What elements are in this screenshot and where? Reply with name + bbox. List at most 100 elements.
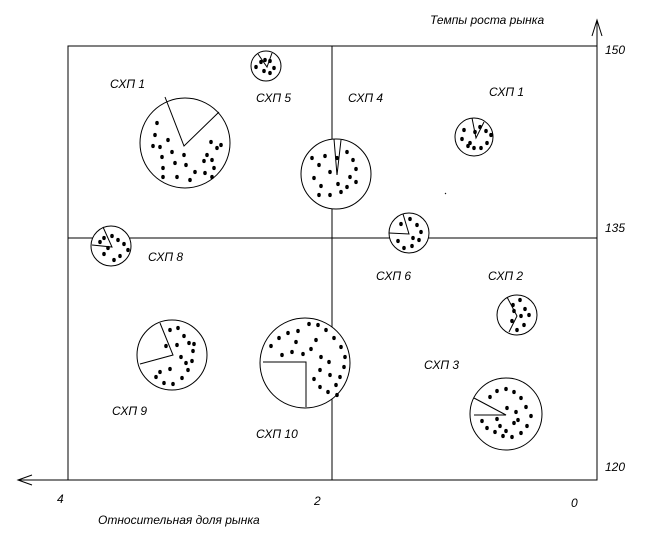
unit-circle-4-dot — [323, 153, 327, 159]
y-tick-120: 120 — [605, 460, 625, 474]
unit-circle-9-dot — [179, 354, 183, 360]
unit-label-6: СХП 6 — [376, 269, 411, 283]
unit-circle-1a-dot — [203, 170, 207, 176]
unit-circle-8-dot — [106, 245, 110, 251]
unit-circle-2-dot — [519, 313, 523, 319]
unit-circle-10-dot — [307, 321, 311, 327]
unit-circle-10-dot — [343, 354, 347, 360]
unit-circle-6-dot — [419, 229, 423, 235]
unit-circle-8-dot — [102, 235, 106, 241]
unit-circle-6-dot — [396, 238, 400, 244]
unit-circle-1a-dot — [175, 174, 179, 180]
unit-circle-8-dot — [118, 253, 122, 259]
unit-circle-10-dot — [286, 330, 290, 336]
unit-circle-2-dot — [510, 318, 514, 324]
unit-circle-6-dot — [408, 216, 412, 222]
unit-circle-10-dot — [301, 351, 305, 357]
x-axis-title: Относительная доля рынка — [98, 513, 260, 527]
unit-circle-10-dot — [328, 372, 332, 378]
unit-circle-10-sector — [263, 361, 307, 407]
unit-label-1a: СХП 1 — [110, 77, 145, 91]
unit-circle-10-dot — [335, 392, 339, 398]
unit-circle-9-dot — [158, 369, 162, 375]
unit-circle-5-dot — [272, 65, 276, 71]
unit-circle-6-sector — [388, 213, 410, 235]
unit-circle-6-dot — [410, 243, 414, 249]
unit-circle-9-dot — [192, 341, 196, 347]
unit-circle-4-dot — [345, 184, 349, 190]
unit-circle-3-dot — [525, 423, 529, 429]
unit-circle-1a-dot — [151, 143, 155, 149]
unit-circle-9-dot — [191, 348, 195, 354]
unit-circle-4-dot — [335, 155, 339, 161]
unit-circle-10-dot — [327, 359, 331, 365]
unit-circle-1b-dot — [473, 129, 477, 135]
unit-circle-9-dot — [162, 380, 166, 386]
unit-circle-2-dot — [523, 306, 527, 312]
unit-circle-5-dot — [263, 57, 267, 63]
unit-circle-4-outline — [300, 138, 372, 210]
unit-circle-4-dot — [351, 157, 355, 163]
unit-circle-4-dot — [310, 155, 314, 161]
unit-circle-2-dot — [515, 327, 519, 333]
unit-circle-5 — [250, 50, 282, 82]
unit-circle-2-sector — [506, 296, 518, 333]
unit-circle-3-dot — [519, 395, 523, 401]
unit-circle-9-dot — [154, 374, 158, 380]
unit-circle-1a-dot — [173, 160, 177, 166]
unit-circle-1a-dot — [205, 152, 209, 158]
unit-circle-8-dot — [122, 241, 126, 247]
unit-circle-9-dot — [186, 367, 190, 373]
unit-circle-4-dot — [354, 166, 358, 172]
unit-circle-2-dot — [511, 302, 515, 308]
x-tick-4: 4 — [57, 492, 64, 506]
unit-circle-1b-dot — [485, 140, 489, 146]
unit-circle-3-sector — [473, 397, 507, 416]
unit-circle-4-dot — [312, 175, 316, 181]
unit-circle-3-outline — [469, 377, 543, 451]
unit-label-3: СХП 3 — [424, 358, 459, 372]
unit-circle-4-dot — [317, 192, 321, 198]
unit-circle-9-dot — [182, 333, 186, 339]
unit-circle-9 — [136, 319, 208, 391]
y-tick-135: 135 — [605, 221, 625, 235]
unit-circle-1a-outline — [139, 97, 231, 189]
unit-circle-4-dot — [319, 183, 323, 189]
unit-circle-6-dot — [402, 245, 406, 251]
unit-circle-3 — [469, 377, 543, 451]
unit-circle-9-dot — [187, 340, 191, 346]
unit-circle-3-dot — [510, 434, 514, 440]
unit-circle-1a-dot — [182, 152, 186, 158]
unit-circle-10-dot — [314, 337, 318, 343]
unit-circle-1a-dot — [166, 137, 170, 143]
unit-circle-10-dot — [309, 346, 313, 352]
unit-circle-1a-dot — [161, 165, 165, 171]
unit-circle-1a — [139, 96, 231, 189]
unit-label-4: СХП 4 — [348, 91, 383, 105]
stray-mark — [444, 192, 447, 195]
unit-circle-5-dot — [268, 70, 272, 76]
unit-circle-10-dot — [324, 327, 328, 333]
unit-circle-1b-dot — [462, 127, 466, 133]
unit-circle-9-dot — [175, 342, 179, 348]
unit-circle-9-sector — [139, 322, 174, 365]
unit-circle-3-dot — [488, 394, 492, 400]
unit-circle-1a-dot — [160, 154, 164, 160]
unit-circle-9-dot — [168, 327, 172, 333]
y-tick-150: 150 — [605, 43, 625, 57]
unit-circle-9-dot — [180, 375, 184, 381]
unit-circle-1a-sector — [164, 96, 220, 147]
unit-circle-1b-dot — [466, 143, 470, 149]
unit-circle-4-dot — [345, 149, 349, 155]
unit-circle-8-dot — [116, 237, 120, 243]
unit-circle-1a-dot — [210, 174, 214, 180]
unit-circle-3-dot — [519, 430, 523, 436]
unit-circle-8-sector — [91, 226, 113, 248]
unit-circle-9-dot — [184, 360, 188, 366]
unit-label-2: СХП 2 — [488, 269, 523, 283]
unit-circle-2 — [496, 294, 538, 336]
unit-circle-9-dot — [190, 358, 194, 364]
unit-circle-4-dot — [339, 189, 343, 195]
unit-circle-8-dot — [112, 257, 116, 263]
unit-circle-1b-dot — [478, 124, 482, 130]
